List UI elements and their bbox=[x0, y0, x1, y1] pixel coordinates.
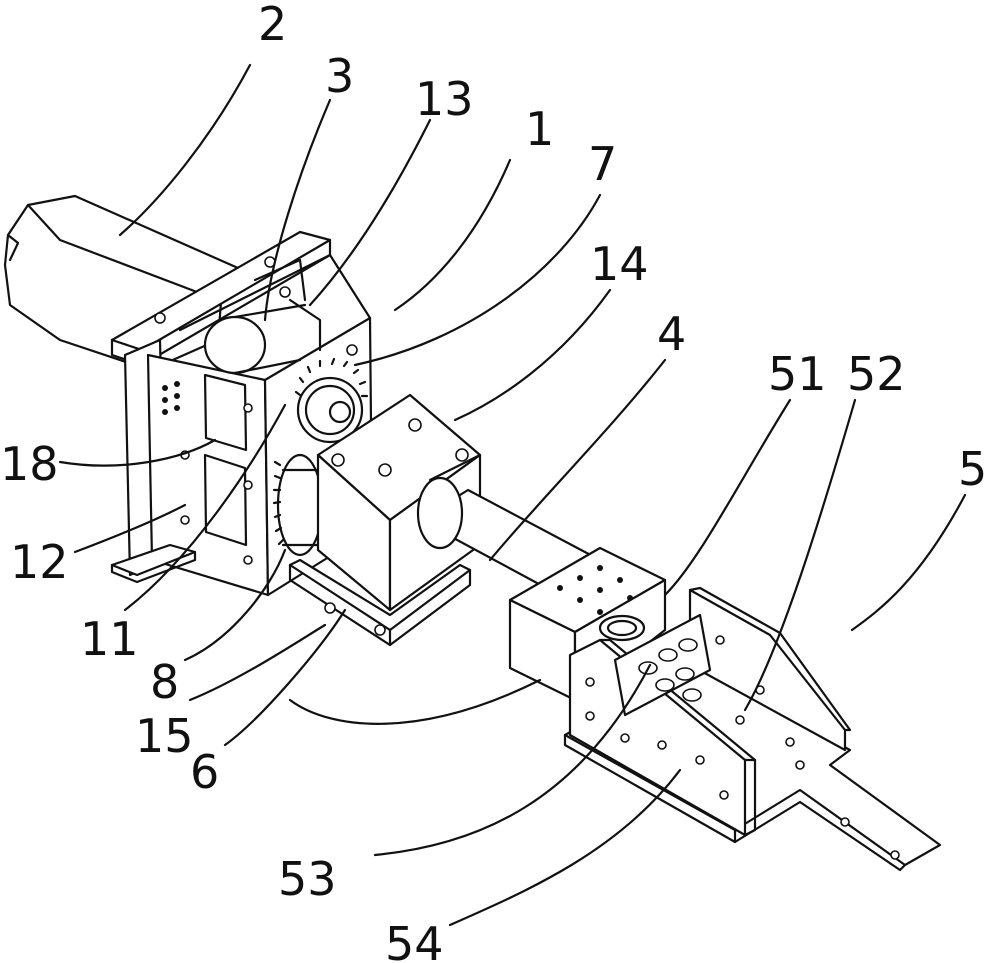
label-51: 51 bbox=[768, 347, 827, 401]
label-12: 12 bbox=[10, 535, 69, 589]
label-6: 6 bbox=[190, 745, 219, 799]
label-18: 18 bbox=[0, 437, 59, 491]
label-13: 13 bbox=[415, 72, 474, 126]
label-54: 54 bbox=[385, 917, 444, 963]
label-7: 7 bbox=[588, 137, 617, 191]
label-1: 1 bbox=[525, 102, 554, 156]
label-5: 5 bbox=[958, 442, 987, 496]
label-8: 8 bbox=[150, 655, 179, 709]
label-3: 3 bbox=[325, 49, 354, 103]
label-11: 11 bbox=[80, 612, 139, 666]
label-14: 14 bbox=[590, 237, 649, 291]
label-53: 53 bbox=[278, 852, 337, 906]
label-4: 4 bbox=[657, 307, 686, 361]
label-52: 52 bbox=[847, 347, 906, 401]
label-15: 15 bbox=[135, 709, 194, 763]
label-2: 2 bbox=[258, 0, 287, 51]
